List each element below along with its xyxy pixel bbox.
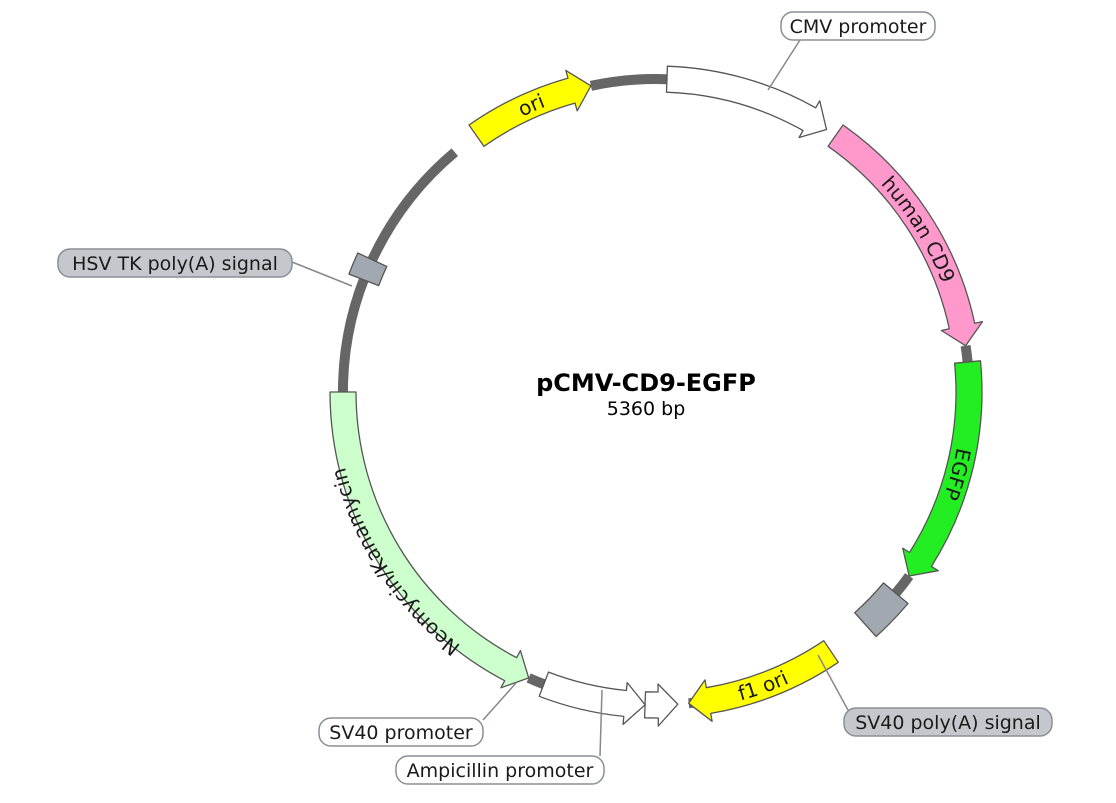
cmv-promoter-leader (767, 39, 801, 91)
sv40-polya-leader (817, 654, 849, 711)
hsv-tk-polya-leader (291, 261, 353, 287)
sv40-promoter-callout-text: SV40 promoter (329, 722, 473, 744)
f1-ori-feature[interactable] (688, 640, 839, 722)
backbone-segment (526, 673, 546, 689)
plasmid-length: 5360 bp (607, 398, 686, 420)
cmv-promoter-callout-box (780, 11, 936, 41)
sv40-promoter-callout-box (318, 717, 484, 747)
cmv-promoter-feature[interactable] (665, 65, 828, 139)
neomycin-kanamycin-feature[interactable] (329, 391, 530, 689)
ampicillin-promoter-callout[interactable]: Ampicillin promoter (395, 755, 605, 785)
sv40-promoter-leader (482, 682, 517, 721)
ampicillin-promoter-callout-box (395, 755, 605, 785)
egfp-feature[interactable] (902, 360, 983, 577)
plasmid-name: pCMV-CD9-EGFP (536, 369, 756, 397)
hsv-tk-polya-callout[interactable]: HSV TK poly(A) signal (57, 248, 293, 278)
cmv-promoter-callout[interactable]: CMV promoter (780, 11, 936, 41)
sv40-promoter-feature[interactable] (538, 671, 646, 726)
ampicillin-promoter-feature[interactable] (643, 683, 679, 727)
backbone-segment (960, 344, 973, 363)
human-cd9-label: human CD9 (877, 171, 960, 286)
hsv-tk-polya-feature[interactable] (348, 252, 388, 287)
sv40-polya-callout-text: SV40 poly(A) signal (855, 712, 1041, 734)
sv40-polya-feature[interactable] (854, 582, 909, 638)
ampicillin-promoter-callout-text: Ampicillin promoter (407, 760, 594, 782)
sv40-polya-callout-box (843, 707, 1053, 737)
sv40-promoter-callout[interactable]: SV40 promoter (318, 717, 484, 747)
hsv-tk-polya-callout-text: HSV TK poly(A) signal (72, 253, 278, 275)
ampicillin-promoter-leader (599, 689, 603, 757)
backbone-segment (589, 74, 668, 91)
sv40-polya-callout[interactable]: SV40 poly(A) signal (843, 707, 1053, 737)
ori-feature[interactable] (468, 69, 592, 147)
human-cd9-feature[interactable] (827, 124, 984, 347)
hsv-tk-polya-callout-box (57, 248, 293, 278)
backbone-segment (891, 573, 914, 597)
cmv-promoter-callout-text: CMV promoter (790, 16, 927, 38)
